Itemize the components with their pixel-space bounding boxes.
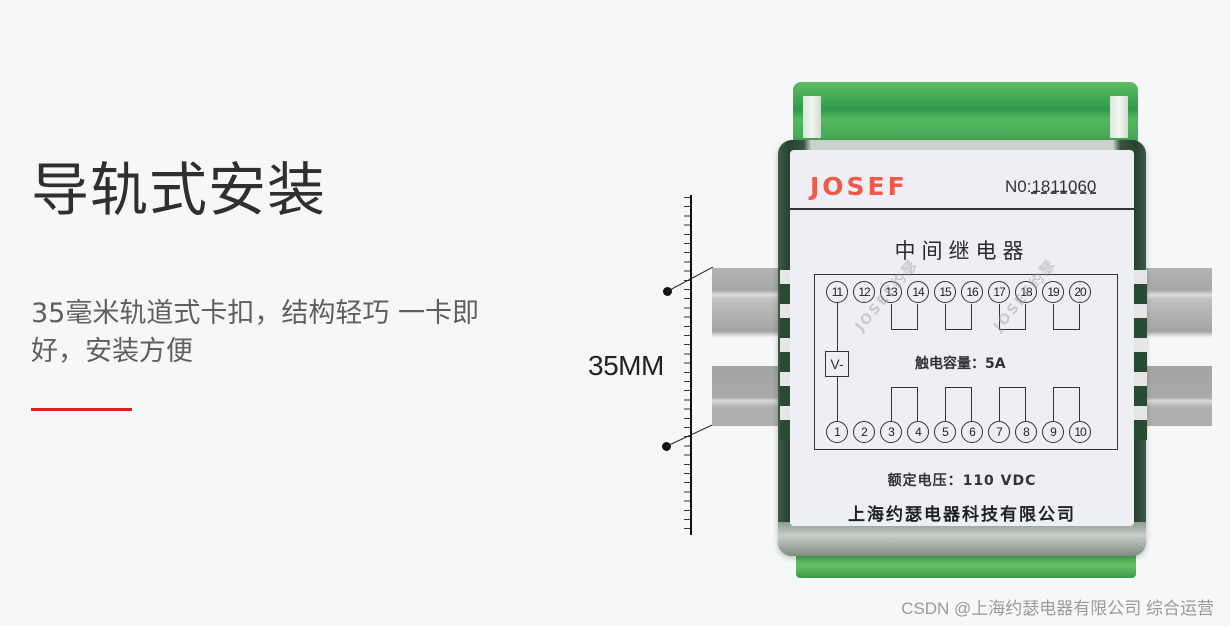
dimension-ruler	[690, 195, 692, 535]
dimension-label: 35MM	[588, 350, 664, 381]
terminal-20: 20	[1069, 281, 1091, 303]
no-contact-3-4	[891, 387, 918, 421]
green-clip-top	[793, 82, 1138, 144]
serial-value: 1811060	[1031, 177, 1097, 196]
page-title: 导轨式安装	[31, 156, 327, 224]
terminal-4: 4	[907, 421, 929, 443]
serial-prefix: N0:	[1005, 177, 1032, 196]
terminal-11: 11	[826, 281, 848, 303]
terminal-5: 5	[934, 421, 956, 443]
relay-label-panel: JOSEF N0:1811060 中间继电器 V- 11 12 13 14 15…	[790, 150, 1134, 526]
terminal-13: 13	[880, 281, 902, 303]
terminal-19: 19	[1042, 281, 1064, 303]
case-glass-bottom	[778, 522, 1146, 556]
nc-contact-13-14	[891, 304, 918, 330]
company-name: 上海约瑟电器科技有限公司	[848, 505, 1076, 525]
terminal-16: 16	[961, 281, 983, 303]
feature-description: 35毫米轨道式卡扣，结构轻巧 一卡即好，安装方便	[31, 298, 479, 367]
terminal-3: 3	[880, 421, 902, 443]
brand-logo: JOSEF	[810, 172, 908, 201]
terminal-6: 6	[961, 421, 983, 443]
clip-hinge-right	[1110, 96, 1128, 138]
nc-contact-17-18	[999, 304, 1026, 330]
terminal-17: 17	[988, 281, 1010, 303]
label-divider	[790, 208, 1134, 210]
no-contact-9-10	[1053, 387, 1080, 421]
wiring-diagram: V- 11 12 13 14 15 16 17 18 19 20 触电容量：5A…	[814, 274, 1118, 450]
nc-contact-15-16	[945, 304, 972, 330]
terminal-9: 9	[1042, 421, 1064, 443]
no-contact-7-8	[999, 387, 1026, 421]
clip-hinge-left	[803, 96, 821, 138]
terminal-1: 1	[826, 421, 848, 443]
contact-capacity: 触电容量：5A	[915, 356, 1006, 372]
coil-symbol: V-	[825, 351, 849, 377]
rail-clip-teeth-right	[1133, 270, 1147, 440]
terminal-2: 2	[853, 421, 875, 443]
terminal-7: 7	[988, 421, 1010, 443]
ruler-ticks	[684, 197, 691, 533]
no-contact-5-6	[945, 387, 972, 421]
din-rail-right	[1142, 268, 1212, 426]
serial-number: N0:1811060	[1005, 177, 1096, 197]
rated-voltage: 额定电压：110 VDC	[887, 473, 1037, 489]
terminal-12: 12	[853, 281, 875, 303]
device-name: 中间继电器	[894, 239, 1030, 263]
terminal-14: 14	[907, 281, 929, 303]
din-rail-left	[712, 268, 782, 426]
terminal-8: 8	[1015, 421, 1037, 443]
terminal-10: 10	[1069, 421, 1091, 443]
terminal-15: 15	[934, 281, 956, 303]
terminal-18: 18	[1015, 281, 1037, 303]
nc-contact-19-20	[1053, 304, 1080, 330]
csdn-watermark: CSDN @上海约瑟电器有限公司 综合运营	[901, 599, 1214, 618]
accent-divider	[31, 408, 132, 411]
